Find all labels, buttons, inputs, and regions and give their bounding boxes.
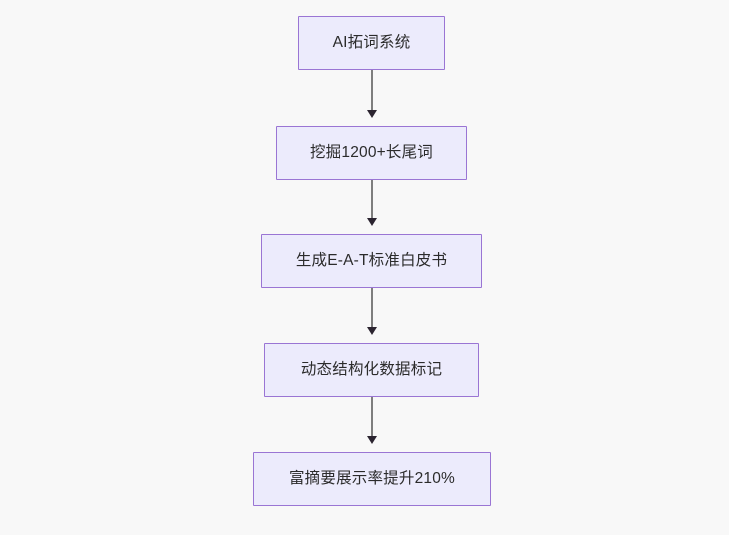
edge-node2-to-node3: [367, 180, 377, 226]
flow-node-5[interactable]: 富摘要展示率提升210%: [253, 452, 491, 506]
arrowhead-icon: [367, 110, 377, 118]
flow-node-4[interactable]: 动态结构化数据标记: [264, 343, 479, 397]
flow-node-label: 生成E-A-T标准白皮书: [295, 252, 448, 270]
flow-node-1[interactable]: AI拓词系统: [298, 16, 445, 70]
edge-node3-to-node4: [367, 288, 377, 335]
flow-node-label: 动态结构化数据标记: [300, 361, 443, 379]
arrowhead-icon: [367, 218, 377, 226]
flow-node-label: 富摘要展示率提升210%: [288, 470, 456, 488]
edge-line: [371, 180, 373, 220]
flow-node-label: 挖掘1200+长尾词: [309, 144, 434, 162]
edge-node4-to-node5: [367, 397, 377, 444]
edge-line: [371, 288, 373, 329]
flow-node-label: AI拓词系统: [332, 34, 411, 52]
arrowhead-icon: [367, 436, 377, 444]
edge-line: [371, 70, 373, 112]
edge-line: [371, 397, 373, 438]
arrowhead-icon: [367, 327, 377, 335]
edge-node1-to-node2: [367, 70, 377, 118]
flow-node-2[interactable]: 挖掘1200+长尾词: [276, 126, 467, 180]
flow-node-3[interactable]: 生成E-A-T标准白皮书: [261, 234, 482, 288]
